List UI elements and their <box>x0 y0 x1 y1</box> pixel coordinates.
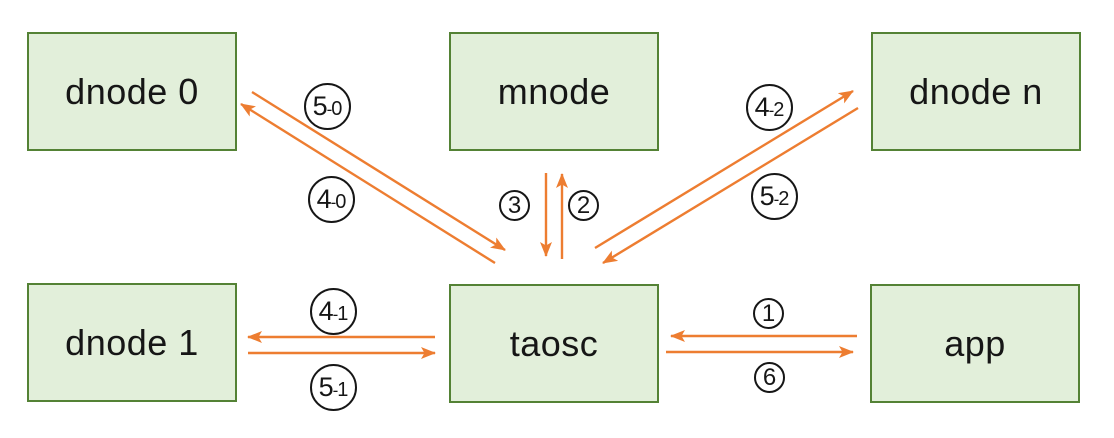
node-taosc-label: taosc <box>509 322 599 364</box>
node-dnode0: dnode 0 <box>27 32 237 151</box>
edge-label-4-2: 4-2 <box>746 84 793 131</box>
node-taosc: taosc <box>449 284 659 403</box>
edge-label-5-0: 5-0 <box>304 83 351 130</box>
edge-label-1: 1 <box>753 298 784 329</box>
node-mnode: mnode <box>449 32 659 151</box>
node-dnode1: dnode 1 <box>27 283 237 402</box>
node-mnode-label: mnode <box>497 70 611 112</box>
arrow-taosc-to-dnoden <box>594 89 854 250</box>
edge-label-2: 2 <box>568 190 599 221</box>
node-app: app <box>870 284 1080 403</box>
edge-label-3: 3 <box>499 190 530 221</box>
node-app-label: app <box>944 322 1006 364</box>
edge-label-5-2: 5-2 <box>751 173 798 220</box>
node-dnoden-label: dnode n <box>909 70 1043 112</box>
node-dnode0-label: dnode 0 <box>65 70 199 112</box>
arrow-dnode0-to-taosc <box>251 90 506 252</box>
node-dnode1-label: dnode 1 <box>65 321 199 363</box>
arrow-dnoden-to-taosc <box>602 106 859 265</box>
edge-label-4-1: 4-1 <box>310 288 357 335</box>
edge-label-6: 6 <box>754 362 785 393</box>
arrow-taosc-to-dnode0 <box>240 102 496 265</box>
edge-label-5-1: 5-1 <box>310 364 357 411</box>
edge-label-4-0: 4-0 <box>308 176 355 223</box>
node-dnoden: dnode n <box>871 32 1081 151</box>
